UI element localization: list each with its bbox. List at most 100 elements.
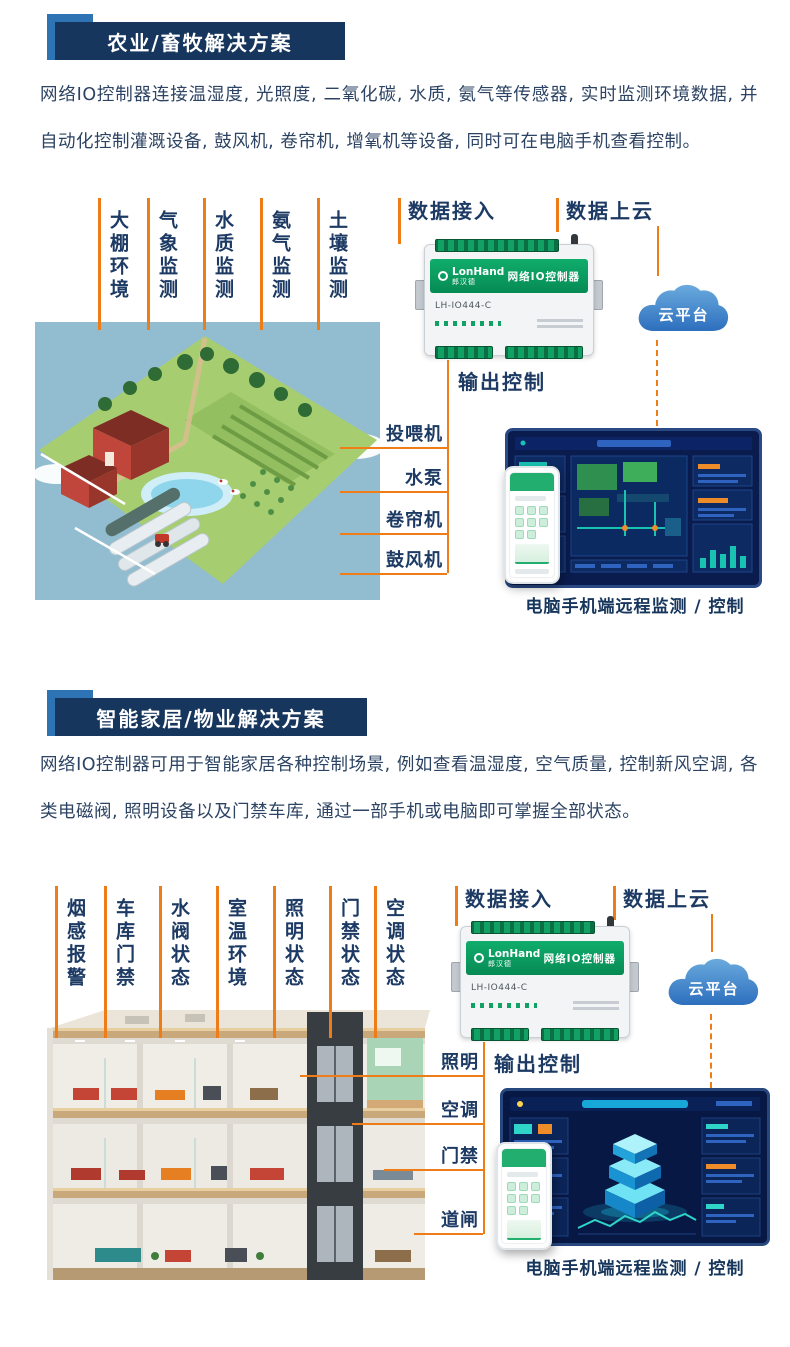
monitor-label-text: 水质监测 <box>212 210 234 302</box>
tractor <box>155 534 169 547</box>
connector-line <box>329 886 332 1038</box>
monitor-label: 空调状态 <box>374 886 408 1038</box>
connector-line <box>374 886 377 1038</box>
model-number: LH-IO444-C <box>435 301 492 311</box>
orchard-dots <box>240 469 294 515</box>
connector-line <box>455 886 458 926</box>
output-item-line <box>340 447 447 449</box>
brand-logo-icon <box>438 271 448 281</box>
terminal-block <box>435 346 493 359</box>
output-item-line <box>352 1123 483 1125</box>
section-paragraph: 网络IO控制器可用于智能家居各种控制场景, 例如查看温湿度, 空气质量, 控制新… <box>40 755 758 822</box>
monitor-label: 门禁状态 <box>329 886 363 1038</box>
terminal-block <box>435 239 559 252</box>
output-item-line <box>340 491 447 493</box>
fence <box>40 452 156 576</box>
monitor-label: 土壤监测 <box>317 198 351 330</box>
mount-ear <box>629 962 639 992</box>
glass-partitions <box>104 1058 196 1188</box>
output-item: 照明 <box>441 1052 479 1073</box>
columns <box>137 1044 233 1268</box>
device-body: LonHand 郎汉德 网络IO控制器 LH-IO444-C <box>424 239 594 359</box>
connector-line <box>317 198 320 330</box>
smartphone <box>496 1142 552 1250</box>
antenna <box>571 234 578 250</box>
monitor-label-text: 照明状态 <box>282 898 304 990</box>
remote-caption: 电脑手机端远程监测 / 控制 <box>525 597 745 617</box>
cloud-platform: 云平台 <box>636 276 732 338</box>
output-control-title: 输出控制 <box>458 370 546 394</box>
monitor-label: 水质监测 <box>203 198 237 330</box>
monitor-label-text: 水阀状态 <box>168 898 190 990</box>
monitor-label-text: 室温环境 <box>225 898 247 990</box>
monitor-label-text: 大棚环境 <box>107 210 129 302</box>
output-item: 水泵 <box>405 468 443 489</box>
section-title: 智能家居/物业解决方案 <box>55 698 367 736</box>
phone-chart <box>507 1220 541 1240</box>
brand-logo-icon <box>474 953 484 963</box>
phone-app-header <box>510 473 554 491</box>
spec-text-lines <box>573 1001 619 1004</box>
output-item: 道闸 <box>441 1210 479 1231</box>
phone-screen <box>501 1148 547 1244</box>
monitor-label: 车库门禁 <box>104 886 138 1038</box>
output-item-line <box>340 573 447 575</box>
connector-line <box>273 886 276 1038</box>
device-front-panel: LonHand 郎汉德 网络IO控制器 <box>430 259 588 293</box>
connector-line <box>147 198 150 330</box>
cloud-dashed-line <box>656 340 658 426</box>
monitor-label: 烟感报警 <box>55 886 89 1038</box>
cloud-platform: 云平台 <box>666 950 762 1012</box>
monitor-label: 大棚环境 <box>98 198 132 330</box>
led-indicators <box>471 1003 537 1008</box>
monitor-label: 气象监测 <box>147 198 181 330</box>
device-front-panel: LonHand 郎汉德 网络IO控制器 <box>466 941 624 975</box>
io-controller-device: LonHand 郎汉德 网络IO控制器 LH-IO444-C <box>451 916 639 1042</box>
terminal-block <box>505 346 583 359</box>
output-item-line <box>340 533 447 535</box>
cows <box>218 479 240 495</box>
connector-line <box>159 886 162 1038</box>
connector-line <box>613 886 616 920</box>
brand-name: LonHand <box>488 947 541 960</box>
connector-line <box>55 886 58 1038</box>
monitor-label-text: 气象监测 <box>156 210 178 302</box>
furniture <box>71 1086 413 1262</box>
barn <box>61 410 169 508</box>
data-up-label: 数据上云 <box>556 198 654 232</box>
connector-line <box>104 886 107 1038</box>
farm-illustration <box>35 322 380 600</box>
cloud-icon <box>668 958 759 1005</box>
io-controller-device: LonHand 郎汉德 网络IO控制器 LH-IO444-C <box>415 234 603 360</box>
product-name: 网络IO控制器 <box>507 270 580 283</box>
output-item-line <box>384 1169 483 1171</box>
brand-name: LonHand <box>452 265 505 278</box>
output-item: 投喂机 <box>386 424 443 445</box>
product-name: 网络IO控制器 <box>543 952 616 965</box>
output-item: 卷帘机 <box>386 510 443 531</box>
antenna <box>607 916 614 932</box>
output-vertical-line <box>447 360 449 573</box>
cloud-icon <box>638 284 729 331</box>
monitor-label-text: 车库门禁 <box>113 898 135 990</box>
output-item-line <box>414 1233 483 1235</box>
output-item: 空调 <box>441 1100 479 1121</box>
terminal-block <box>471 1028 529 1041</box>
connector-line <box>260 198 263 330</box>
phone-screen <box>509 472 555 578</box>
remote-caption: 电脑手机端远程监测 / 控制 <box>525 1259 745 1279</box>
mount-ear <box>593 280 603 310</box>
monitor-label: 氨气监测 <box>260 198 294 330</box>
data-up-label: 数据上云 <box>613 886 711 920</box>
monitor-label: 水阀状态 <box>159 886 193 1038</box>
output-item: 鼓风机 <box>386 550 443 571</box>
data-in-label: 数据接入 <box>398 198 496 244</box>
cloud-connector-line <box>657 226 659 276</box>
monitor-label: 室温环境 <box>216 886 250 1038</box>
trees <box>98 347 312 417</box>
connector-line <box>203 198 206 330</box>
data-in-label: 数据接入 <box>455 886 553 926</box>
monitor-label-text: 烟感报警 <box>64 898 86 990</box>
output-vertical-line <box>483 1042 485 1234</box>
